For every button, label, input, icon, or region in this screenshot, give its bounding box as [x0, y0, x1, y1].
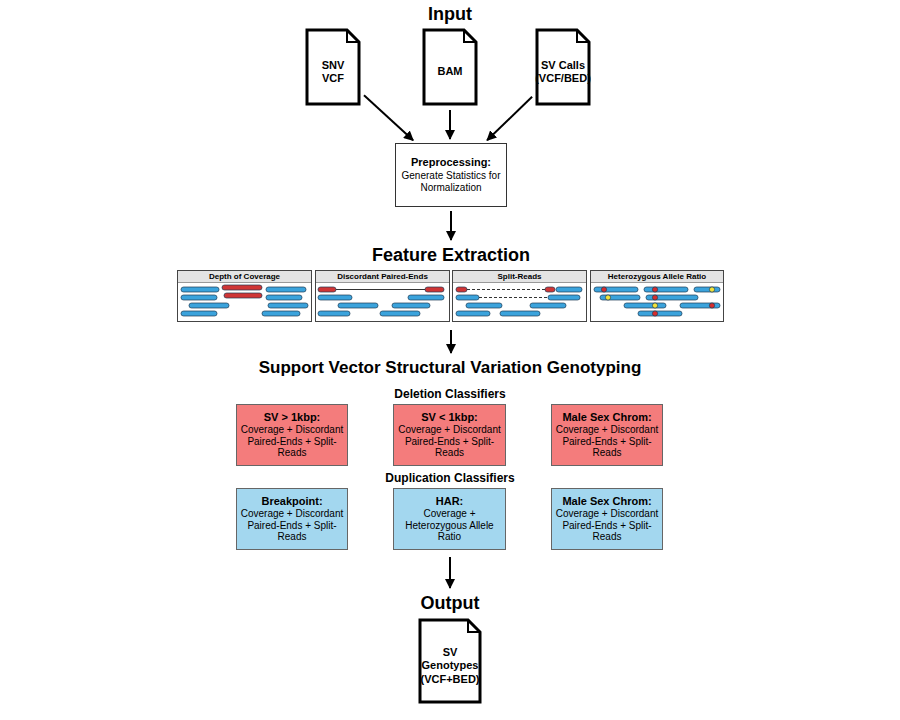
node-body: Coverage + Discordant Paired-Ends + Spli…: [397, 424, 502, 459]
node-heading: Male Sex Chrom:: [555, 411, 659, 424]
node-body: SV Genotypes (VCF+BED): [421, 646, 480, 686]
node-heading: Feature Extraction: [175, 244, 727, 266]
section-label: Input: [0, 4, 900, 25]
output-file: Output SV Genotypes (VCF+BED): [400, 592, 500, 704]
document-border: [424, 30, 476, 104]
feature-panel: Depth of Coverage: [177, 270, 312, 322]
section-group: Support Vector Structural Variation Geno…: [225, 357, 675, 553]
node-heading: SNV VCF: [310, 59, 356, 85]
classifier-box: Male Sex Chrom:Coverage + Discordant Pai…: [551, 404, 663, 466]
node-heading: Heterozygous Allele Ratio: [591, 271, 723, 283]
flow-arrow: [449, 110, 451, 139]
flow-arrow: [449, 557, 451, 588]
classifier-box: Breakpoint:Coverage + Discordant Paired-…: [236, 488, 348, 550]
document-fold: [577, 30, 589, 42]
node-heading: Breakpoint:: [240, 495, 344, 508]
flow-arrow: [450, 211, 452, 240]
document-border: [307, 30, 359, 104]
node-heading: Discordant Paired-Ends: [316, 271, 449, 283]
node-heading: Output: [400, 592, 500, 614]
node-heading: BAM: [437, 65, 462, 78]
classifier-box: Male Sex Chrom:Coverage + Discordant Pai…: [551, 488, 663, 550]
node-heading: Male Sex Chrom:: [555, 495, 659, 508]
document-body: SV Genotypes (VCF+BED): [418, 618, 482, 704]
section-label: Duplication Classifiers: [250, 471, 650, 485]
flow-arrow: [450, 330, 452, 353]
node-heading: HAR:: [397, 495, 502, 508]
document-fold: [347, 30, 359, 42]
node-heading: SV Calls (VCF/BED): [535, 59, 591, 85]
input-file: BAM: [422, 28, 478, 106]
classifier-box: SV < 1kbp:Coverage + Discordant Paired-E…: [393, 404, 506, 466]
document-body: SV Calls (VCF/BED): [535, 28, 591, 106]
feature-panel: Split-Reads: [452, 270, 587, 322]
node-body: Coverage + Discordant Paired-Ends + Spli…: [240, 508, 344, 543]
node-heading: Preprocessing:: [400, 156, 502, 170]
document-fold: [464, 30, 476, 42]
input-file: SV Calls (VCF/BED): [535, 28, 591, 106]
node-body: Coverage + Discordant Paired-Ends + Spli…: [240, 424, 344, 459]
node-heading: Split-Reads: [453, 271, 586, 283]
node-body: Coverage + Heterozygous Allele Ratio: [397, 508, 502, 543]
classifier-box: SV > 1kbp:Coverage + Discordant Paired-E…: [236, 404, 348, 466]
document-body: BAM: [422, 28, 478, 106]
node-heading: Depth of Coverage: [178, 271, 311, 283]
flow-arrow: [487, 97, 532, 140]
node-heading: SV < 1kbp:: [397, 411, 502, 424]
node-body: Coverage + Discordant Paired-Ends + Spli…: [555, 424, 659, 459]
node-heading: SV > 1kbp:: [240, 411, 344, 424]
process-box: Preprocessing:Generate Statistics for No…: [395, 143, 507, 207]
flow-arrow: [364, 95, 413, 140]
section-group: Feature ExtractionDepth of Coverage Disco…: [175, 244, 727, 326]
document-fold: [468, 620, 480, 632]
section-label: Deletion Classifiers: [250, 387, 650, 401]
feature-panel: Discordant Paired-Ends: [315, 270, 450, 322]
document-body: SNV VCF: [305, 28, 361, 106]
document-border: [420, 620, 480, 702]
node-body: Coverage + Discordant Paired-Ends + Spli…: [555, 508, 659, 543]
classifier-box: HAR:Coverage + Heterozygous Allele Ratio: [393, 488, 506, 550]
node-heading: Support Vector Structural Variation Geno…: [225, 357, 675, 379]
input-file: SNV VCF: [305, 28, 361, 106]
node-body: Generate Statistics for Normalization: [400, 170, 502, 194]
feature-panel: Heterozygous Allele Ratio: [590, 270, 724, 322]
